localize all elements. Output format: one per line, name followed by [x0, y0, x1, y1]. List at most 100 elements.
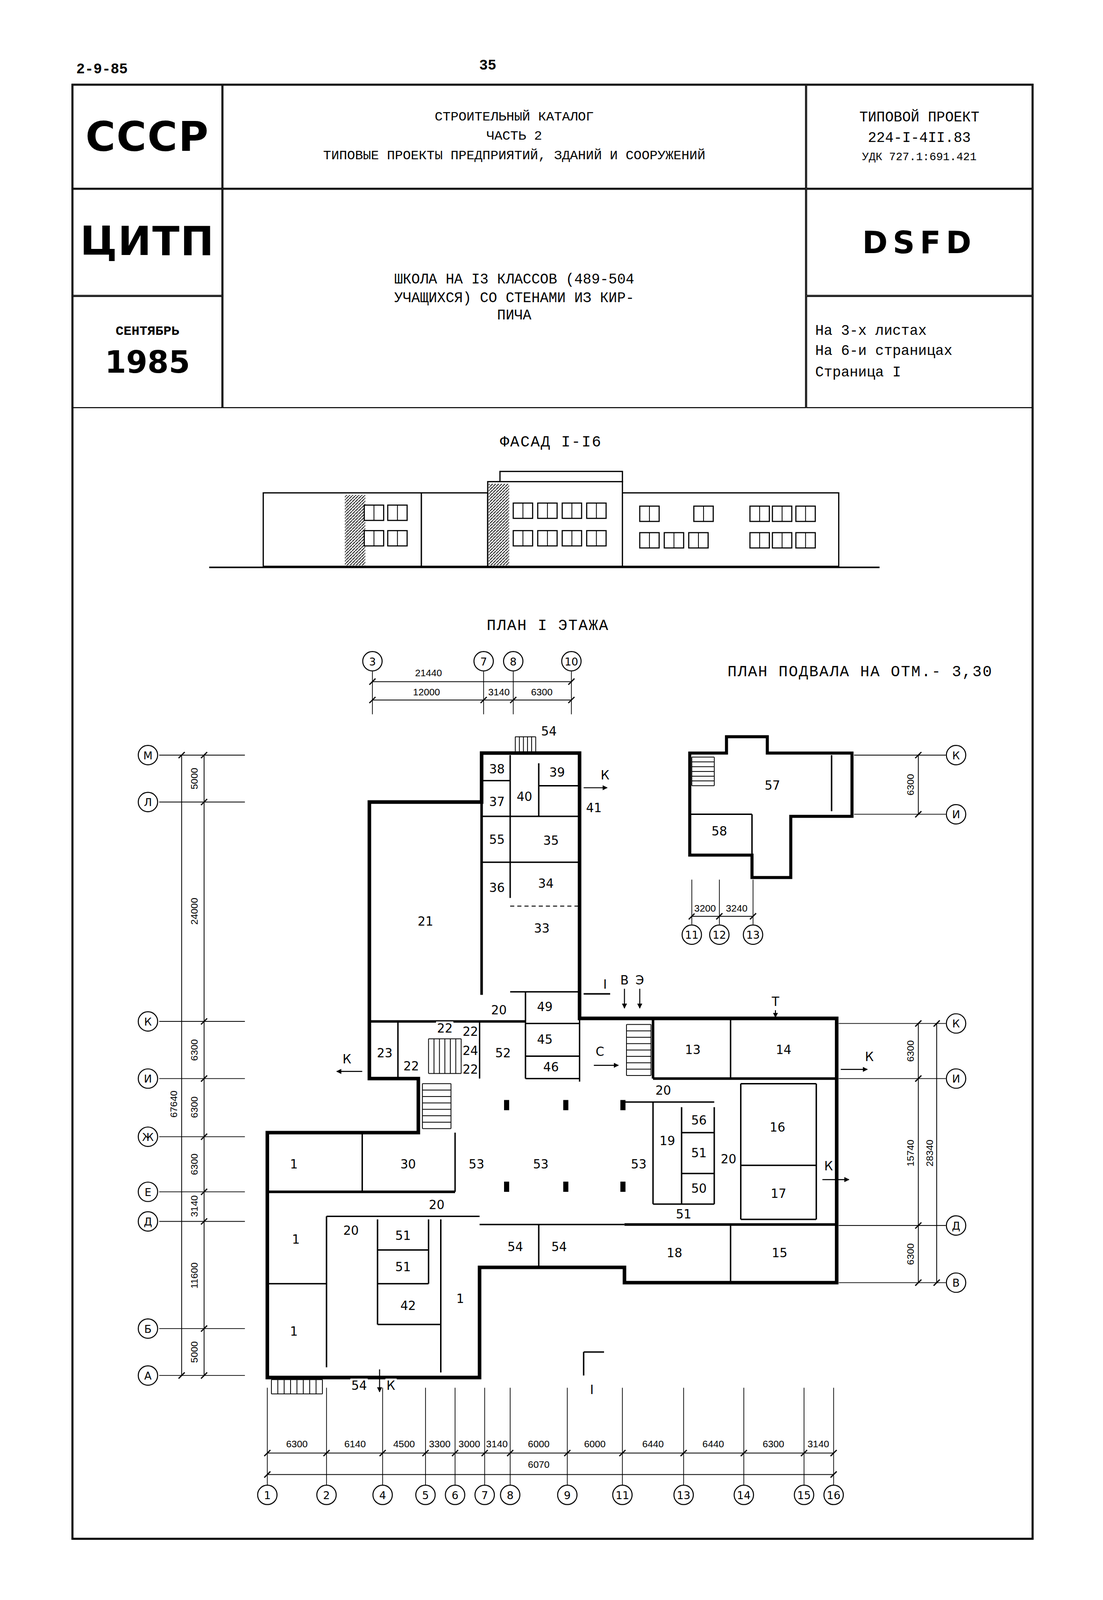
stair-symbol	[439, 1038, 441, 1074]
page-header: 2-9-85	[75, 61, 129, 78]
section-mark	[583, 993, 611, 996]
dimension-tick	[369, 697, 376, 704]
dimension: 6440	[702, 1438, 725, 1451]
window-mullion	[781, 533, 783, 549]
room-number: К	[599, 768, 611, 783]
section-mark	[583, 994, 611, 1376]
dimension-tick	[452, 1450, 459, 1457]
stair-symbol	[270, 1380, 272, 1395]
window	[537, 503, 557, 519]
stair-symbol	[283, 1380, 285, 1395]
dimension: 5000	[188, 768, 200, 790]
extension-line	[159, 1078, 245, 1080]
room-number: 54	[506, 1240, 525, 1255]
extension-line	[838, 1225, 946, 1227]
window	[639, 533, 659, 549]
window-mullion	[781, 506, 783, 522]
room-number: К	[385, 1379, 397, 1394]
room-number: 46	[542, 1060, 561, 1075]
axis-label: К	[952, 749, 960, 761]
dimension: 6070	[527, 1458, 550, 1471]
column	[563, 1100, 569, 1111]
window-mullion	[373, 503, 806, 548]
dimension-tick	[830, 1450, 837, 1457]
dimension: 6000	[583, 1438, 606, 1451]
extension-line	[853, 754, 947, 756]
axis-label: Е	[144, 1187, 152, 1198]
dimension: 6300	[904, 1040, 916, 1062]
facade	[209, 471, 880, 568]
stair-symbol	[626, 1056, 651, 1058]
stair-symbol	[526, 737, 528, 754]
basement-partition	[689, 813, 752, 816]
extension-line	[838, 1282, 946, 1284]
window-mullion	[648, 533, 650, 549]
partition	[680, 1107, 683, 1205]
partition	[729, 1018, 732, 1080]
axis-label: 4	[379, 1489, 387, 1501]
window	[664, 533, 684, 549]
title-block-cell: СССР	[72, 84, 223, 189]
dimension-tick	[933, 1280, 940, 1287]
axis-bubble: 8	[503, 651, 524, 672]
title-block-text: УДК 727.1:691.421	[861, 150, 977, 165]
room-number: 18	[665, 1246, 684, 1261]
dimension-tick	[915, 1020, 922, 1027]
axis-bubble: И	[137, 1068, 159, 1090]
entrance-arrow	[624, 989, 626, 1009]
room-number: 45	[535, 1032, 554, 1048]
axis-label: 1	[263, 1489, 271, 1501]
dimension: 6300	[762, 1438, 784, 1451]
extension-line	[483, 671, 484, 715]
stair-symbol	[691, 766, 715, 768]
axis-label: 10	[564, 655, 578, 667]
room-number: 1	[291, 1232, 301, 1248]
window-mullion	[397, 505, 399, 521]
room-number: 23	[376, 1046, 394, 1061]
dimension: 21440	[414, 667, 442, 679]
title-block-text: На 3-х листах	[815, 322, 927, 341]
stair-symbol	[519, 737, 520, 754]
axis-bubble: 13	[673, 1485, 694, 1506]
window-mullion	[522, 503, 524, 519]
window	[772, 506, 792, 522]
room-number: 22	[402, 1059, 420, 1075]
axis-label: 15	[797, 1489, 811, 1501]
dimension-tick	[568, 697, 575, 704]
bearing-wall	[267, 1190, 456, 1194]
room-number: 21	[416, 914, 435, 930]
room-number: 53	[467, 1157, 486, 1173]
axis-bubble: 10	[561, 651, 582, 672]
axis-label: 8	[509, 655, 517, 667]
entrance-arrow	[639, 989, 641, 1009]
window-mullion	[804, 506, 806, 522]
dimension-tick	[178, 1373, 185, 1380]
partition	[538, 1224, 540, 1268]
section-mark	[583, 1352, 585, 1376]
dimension-tick	[481, 1450, 488, 1457]
partition	[525, 1055, 580, 1058]
dimension-line	[203, 755, 205, 1376]
extension-line	[683, 1388, 685, 1486]
extension-line	[159, 754, 245, 756]
facade-parapet	[499, 471, 623, 482]
window	[562, 503, 582, 519]
stair-symbol	[422, 1122, 451, 1124]
facade-block	[622, 492, 839, 567]
dimension-line	[372, 681, 572, 683]
window-mullion	[673, 533, 675, 549]
partition	[481, 815, 580, 818]
room-number: 22	[435, 1021, 454, 1037]
outer-wall	[267, 753, 837, 1378]
room-number: 16	[768, 1120, 787, 1136]
dimension-tick	[506, 1450, 513, 1457]
window-mullion	[397, 530, 399, 547]
dimension-tick	[323, 1450, 330, 1457]
window-mullion	[759, 506, 761, 522]
axis-label: К	[144, 1016, 152, 1028]
extension-line	[622, 1388, 624, 1486]
room-number: 54	[550, 1240, 569, 1255]
dimension: 11600	[188, 1262, 200, 1289]
room-number: 22	[461, 1062, 480, 1078]
